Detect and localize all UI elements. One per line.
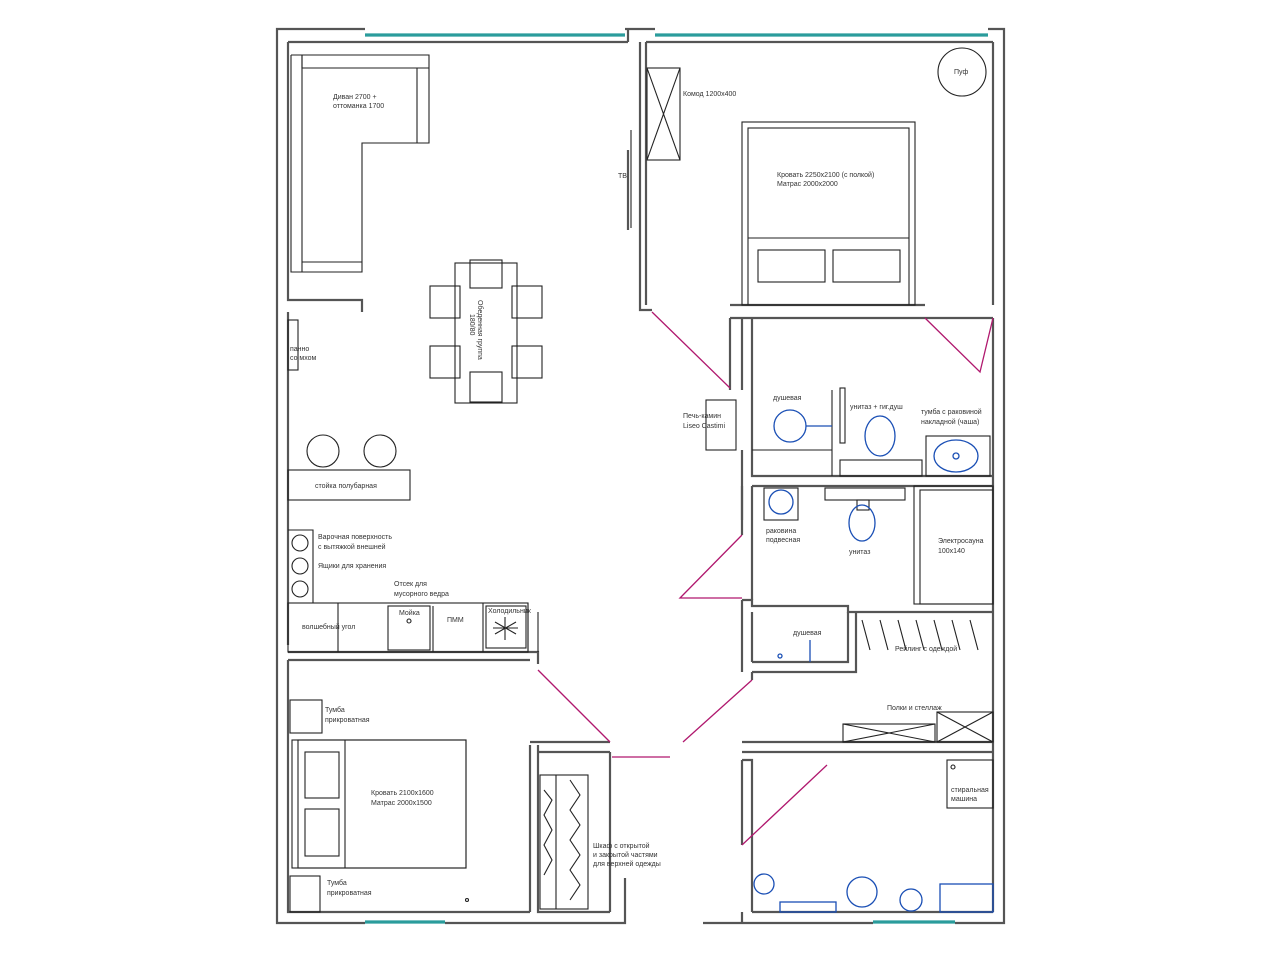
label-fridge: Холодильник (488, 608, 532, 615)
label-cooktop-1: Варочная поверхность (318, 534, 392, 541)
label-storage: Ящики для хранения (318, 563, 386, 570)
wardrobe (539, 774, 589, 910)
doors (537, 311, 994, 846)
bedroom-2 (289, 699, 470, 913)
label-cooktop-2: с вытяжкой внешней (318, 543, 386, 551)
label-toilet-2: унитаз (849, 549, 870, 556)
clothes-rail (861, 619, 979, 651)
shelves (842, 711, 994, 743)
label-bar: стойка полубарная (315, 482, 377, 490)
windows (365, 33, 988, 924)
door-bedroom2 (537, 669, 611, 743)
door-bedroom (651, 311, 731, 389)
pouf (937, 47, 987, 97)
bar-stool-2 (363, 434, 397, 468)
bar-counter (287, 469, 411, 501)
label-fireplace-1: Печь-камин (683, 413, 721, 420)
label-sink-wall-2: подвесная (766, 537, 800, 544)
label-sink: Мойка (399, 609, 420, 617)
label-dining: Обеденная группа 180/80 (468, 300, 484, 360)
label-nightstand-1a: Тумба (325, 706, 345, 714)
label-toilet-shower: унитаз + гиг.душ (850, 404, 903, 411)
sofa (290, 54, 430, 273)
label-dining-2: 180/80 (468, 314, 475, 336)
label-shelves: Полки и стеллаж (887, 705, 942, 712)
bathroom-1 (752, 387, 991, 477)
label-washer-2: машина (951, 796, 977, 803)
bathroom-2 (763, 485, 994, 605)
furniture (287, 47, 994, 913)
label-sofa-2: оттоманка 1700 (333, 103, 384, 110)
label-bed-2-1: Кровать 2100х1600 (371, 790, 434, 797)
label-sauna-1: Электросауна (938, 538, 984, 545)
label-bed-2-2: Матрас 2000х1500 (371, 800, 432, 807)
label-wardrobe-1: Шкаф с открытой (593, 842, 650, 850)
shower-2 (777, 640, 811, 662)
dresser (646, 67, 681, 161)
moss-panel (287, 319, 299, 371)
label-wardrobe-3: для верхней одежды (593, 860, 661, 868)
label-pouf: Пуф (954, 69, 968, 76)
label-wardrobe-2: и закрытой частями (593, 851, 658, 859)
label-vanity-1: тумба с раковиной (921, 408, 982, 416)
label-magic-corner: волшебный угол (302, 623, 355, 631)
label-clothes-rail: Рейлинг с одеждой (895, 645, 957, 653)
label-sofa-1: Диван 2700 + (333, 94, 377, 101)
label-sauna-2: 100х140 (938, 548, 965, 555)
label-dishwasher: ПММ (447, 617, 464, 624)
label-tv: ТВ (618, 173, 627, 180)
laundry (753, 759, 994, 913)
labels: Диван 2700 + оттоманка 1700 Комод 1200х4… (290, 69, 989, 897)
fireplace (705, 399, 737, 451)
dining-table (429, 259, 543, 404)
door-bath-1 (924, 317, 994, 374)
label-bed-master-2: Матрас 2000х2000 (777, 181, 838, 188)
label-bed-master-1: Кровать 2250х2100 (с полкой) (777, 171, 874, 179)
bar-stool-1 (306, 434, 340, 468)
label-nightstand-2a: Тумба (327, 879, 347, 887)
door-bath-2 (678, 534, 743, 599)
label-shower-2: душевая (793, 630, 822, 637)
label-washer-1: стиральная (951, 787, 989, 794)
label-panel-1: панно (290, 346, 309, 353)
label-vanity-2: накладной (чаша) (921, 418, 979, 426)
label-trash-1: Отсек для (394, 581, 427, 588)
label-nightstand-1b: прикроватная (325, 717, 370, 724)
kitchen (287, 529, 539, 653)
label-panel-2: со мхом (290, 355, 317, 362)
master-bed (741, 121, 916, 306)
label-fireplace-2: Liseo Castimi (683, 423, 725, 430)
label-shower-1: душевая (773, 395, 802, 402)
label-sink-wall-1: раковина (766, 528, 796, 535)
door-closet (682, 679, 753, 743)
label-dining-1: Обеденная группа (476, 300, 484, 360)
label-trash-2: мусорного ведра (394, 591, 449, 598)
label-nightstand-2b: прикроватная (327, 890, 372, 897)
label-dresser: Комод 1200х400 (683, 91, 736, 98)
door-laundry (741, 764, 828, 846)
